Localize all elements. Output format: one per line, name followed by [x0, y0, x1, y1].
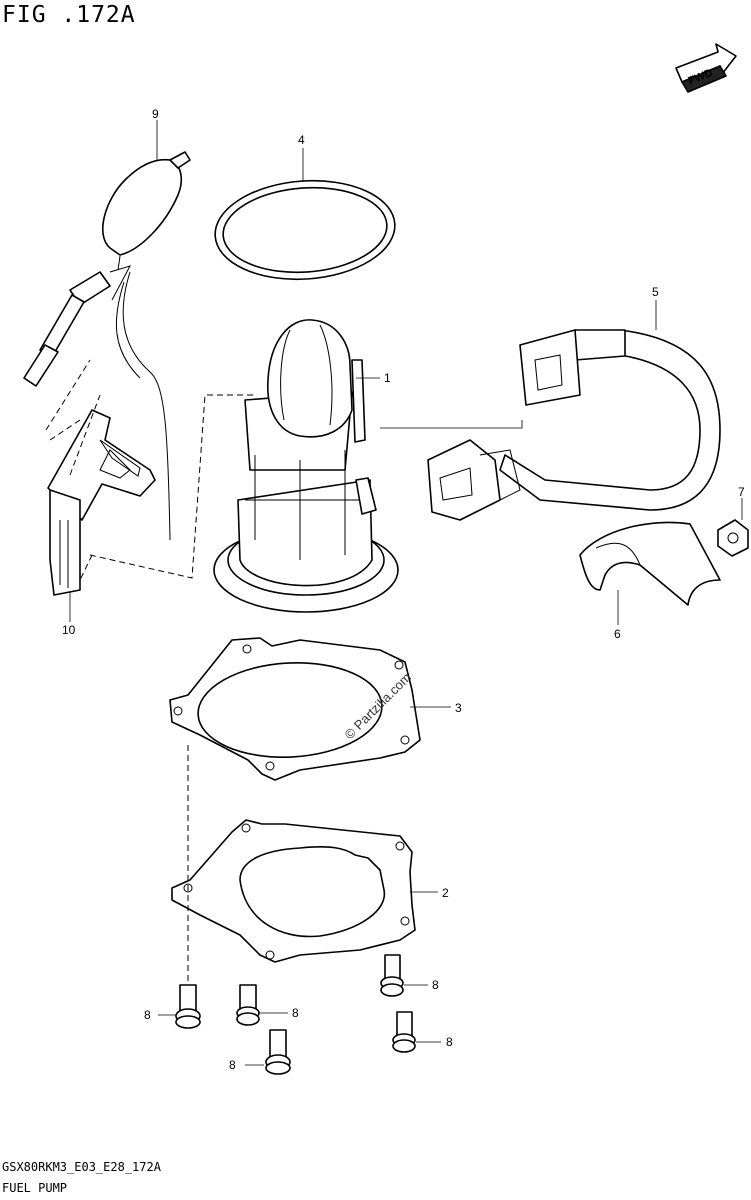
- fwd-arrow-icon: FWD: [675, 43, 737, 93]
- callout-8: 8: [229, 1058, 236, 1072]
- part-4-o-ring[interactable]: [212, 175, 398, 285]
- callout-8: 8: [292, 1006, 299, 1020]
- part-8-bolt-c[interactable]: [380, 954, 404, 997]
- callout-10: 10: [62, 623, 76, 637]
- callout-8: 8: [432, 978, 439, 992]
- part-7-nut[interactable]: [717, 519, 749, 557]
- leader-lines: [69, 120, 743, 1066]
- callout-1: 1: [384, 371, 391, 385]
- callout-7: 7: [738, 485, 745, 499]
- callout-9: 9: [152, 107, 159, 121]
- callout-8: 8: [144, 1008, 151, 1022]
- callout-8: 8: [446, 1035, 453, 1049]
- part-3-gasket[interactable]: [169, 637, 421, 781]
- callout-6: 6: [614, 627, 621, 641]
- part-6-protector[interactable]: [579, 521, 721, 606]
- callout-4: 4: [298, 133, 305, 147]
- part-8-bolt-e[interactable]: [265, 1029, 291, 1075]
- callout-5: 5: [652, 285, 659, 299]
- figure-title: FIG .172A: [2, 2, 136, 28]
- part-9-float-sender[interactable]: [23, 151, 191, 541]
- part-8-bolt-d[interactable]: [392, 1011, 416, 1053]
- part-2-plate[interactable]: [171, 819, 416, 963]
- part-1-fuel-pump[interactable]: [213, 319, 399, 613]
- figure-name: FUEL PUMP: [2, 1181, 68, 1195]
- figure-code: GSX80RKM3_E03_E28_172A: [2, 1160, 161, 1174]
- callout-2: 2: [442, 886, 449, 900]
- callout-3: 3: [455, 701, 462, 715]
- part-10-bracket[interactable]: [47, 409, 156, 596]
- part-5-fuel-hose[interactable]: [427, 329, 721, 521]
- assembly-reference-outline: [45, 359, 255, 581]
- part-8-bolt-a[interactable]: [175, 984, 201, 1029]
- part-8-bolt-b[interactable]: [236, 984, 260, 1026]
